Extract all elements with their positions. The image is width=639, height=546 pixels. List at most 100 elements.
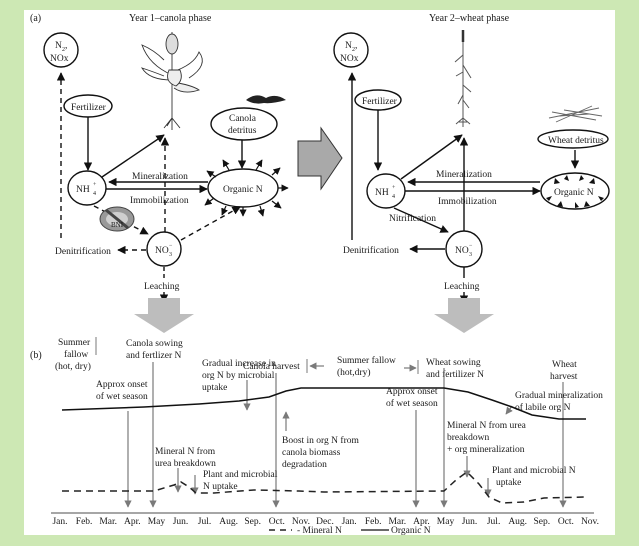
svg-text:fallow: fallow [64, 349, 88, 360]
annotation-uptake-2: Plant and microbial N uptake [492, 466, 576, 488]
svg-text:+: + [93, 182, 97, 188]
figure-panel: (a) Year 1–canola phase N 2 , NOx Fertil… [24, 10, 615, 535]
svg-text:Mineral N from: Mineral N from [155, 446, 216, 457]
svg-text:BNI: BNI [111, 221, 124, 229]
svg-text:NO: NO [455, 246, 469, 256]
annotation-wheat-harvest: Wheat harvest [550, 360, 578, 382]
svg-text:Mineral N from urea: Mineral N from urea [447, 420, 527, 431]
svg-text:NOx: NOx [340, 54, 359, 64]
legend: - Mineral N Organic N [269, 526, 431, 535]
svg-text:Wheat detritus: Wheat detritus [548, 136, 604, 146]
year2-plant-uptake-nh4 [400, 134, 463, 180]
month-label: Nov. [292, 517, 310, 527]
month-label: Oct. [269, 517, 285, 527]
annotation-canola-sowing: Canola sowing and fertlizer N [126, 339, 183, 361]
annotation-summer-fallow-1: Summer fallow (hot, dry) [55, 337, 97, 372]
wheat-detritus-icon [548, 105, 603, 123]
svg-text:Gradual mineralization: Gradual mineralization [515, 391, 603, 401]
svg-text:N: N [55, 41, 62, 51]
month-label: Jan. [52, 517, 67, 527]
month-label: Apr. [413, 517, 430, 527]
annotation-boost: Boost in org N from canola biomass degra… [282, 435, 359, 470]
legend-mineral-label: - Mineral N [297, 526, 342, 535]
month-label: Jul. [487, 517, 500, 527]
annotation-wheat-sowing: Wheat sowing and fertilizer N [426, 358, 484, 380]
svg-text:Summer fallow: Summer fallow [337, 355, 396, 366]
canola-detritus-icon [246, 95, 286, 104]
svg-text:Boost in org N from: Boost in org N from [282, 435, 359, 446]
legend-organic-label: Organic N [391, 526, 431, 535]
month-label: Jun. [173, 517, 189, 527]
year2-organic-n-inward-arrows [546, 175, 604, 208]
svg-text:,: , [355, 41, 357, 51]
annotation-wet-season-1: Approx onset of wet season [96, 380, 148, 402]
month-label: Apr. [124, 517, 141, 527]
svg-text:NH: NH [375, 188, 389, 198]
svg-text:N: N [345, 41, 352, 51]
nitrogen-cycle-figure: (a) Year 1–canola phase N 2 , NOx Fertil… [30, 13, 610, 535]
annotation-mineral-urea-2: Mineral N from urea breakdown + org mine… [447, 420, 527, 455]
month-label: Mar. [99, 517, 117, 527]
svg-text:Approx onset: Approx onset [96, 380, 148, 390]
svg-text:degradation: degradation [282, 460, 327, 470]
svg-text:NOx: NOx [50, 54, 69, 64]
month-label: Jun. [462, 517, 478, 527]
svg-text:canola biomass: canola biomass [282, 448, 341, 458]
month-label: Aug. [508, 517, 527, 527]
year1-canola-detritus-node: Canola detritus [210, 107, 278, 141]
svg-text:Gradual increase in: Gradual increase in [202, 359, 276, 369]
month-labels: Jan. Feb. Mar. Apr. May Jun. Jul. Aug. Sep. Oct. N… [52, 517, 599, 527]
svg-text:Fertilizer: Fertilizer [71, 103, 107, 113]
year1-leaching-label: Leaching [144, 282, 180, 292]
annotation-wet-season-2: Approx onset of wet season [386, 387, 438, 409]
svg-text:4: 4 [392, 194, 395, 200]
month-label: Feb. [365, 517, 382, 527]
svg-text:Summer: Summer [58, 338, 91, 348]
year2-nitrification-label: Nitrification [389, 213, 436, 224]
year1-denitrification-label: Denitrification [55, 246, 111, 257]
svg-text:Plant and microbial: Plant and microbial [203, 470, 278, 480]
svg-text:of wet season: of wet season [96, 391, 148, 402]
svg-text:org N by microbial: org N by microbial [202, 371, 275, 381]
month-label: Aug. [219, 517, 238, 527]
organic-n-line [61, 387, 586, 420]
annotation-mineral-urea-1: Mineral N from urea breakdown [155, 446, 216, 469]
svg-text:4: 4 [93, 191, 96, 197]
year1-organic-n-outward-arrows [204, 159, 289, 217]
svg-text:N uptake: N uptake [203, 482, 238, 492]
month-label: Jan. [342, 517, 357, 527]
year1-no3-node: NO 3 − [146, 231, 182, 267]
year2-mineralization-label: Mineralization [436, 170, 492, 180]
svg-text:Fertilizer: Fertilizer [362, 97, 398, 107]
month-label: May [148, 517, 166, 527]
month-label: Jul. [198, 517, 211, 527]
year1-plant-uptake-nh4 [101, 134, 165, 178]
svg-text:,: , [65, 41, 67, 51]
annotation-canola-harvest: Canola harvest [243, 362, 300, 372]
svg-text:+: + [392, 185, 396, 191]
svg-text:and fertlizer N: and fertlizer N [126, 350, 182, 361]
svg-text:Canola sowing: Canola sowing [126, 339, 183, 349]
month-label: Mar. [388, 517, 406, 527]
svg-text:harvest: harvest [550, 372, 578, 382]
panel-b-label: (b) [30, 350, 42, 361]
year2-immobilization-label: Immobilization [438, 197, 497, 207]
svg-text:of labile org N: of labile org N [515, 402, 571, 413]
svg-text:NO: NO [155, 246, 169, 256]
year1-title: Year 1–canola phase [129, 13, 212, 24]
month-label: Sep. [533, 517, 550, 527]
svg-text:−: − [169, 243, 173, 249]
canola-plant-icon [141, 32, 203, 130]
mineral-n-line [62, 471, 587, 504]
svg-text:Approx onset: Approx onset [386, 387, 438, 397]
year2-n2-nox-node: N 2 , NOx [333, 32, 369, 68]
year2-nitrification-flow [393, 207, 449, 233]
year1-fertilizer-node: Fertilizer [63, 94, 113, 118]
svg-text:Wheat: Wheat [552, 360, 577, 370]
year2-title: Year 2–wheat phase [429, 13, 510, 24]
annotation-gradual-increase: Gradual increase in org N by microbial u… [202, 359, 276, 393]
month-label: May [437, 517, 455, 527]
svg-text:2: 2 [62, 47, 65, 53]
svg-text:+ org mineralization: + org mineralization [447, 445, 525, 455]
year1-immobilization-label: Immobilization [130, 196, 189, 206]
